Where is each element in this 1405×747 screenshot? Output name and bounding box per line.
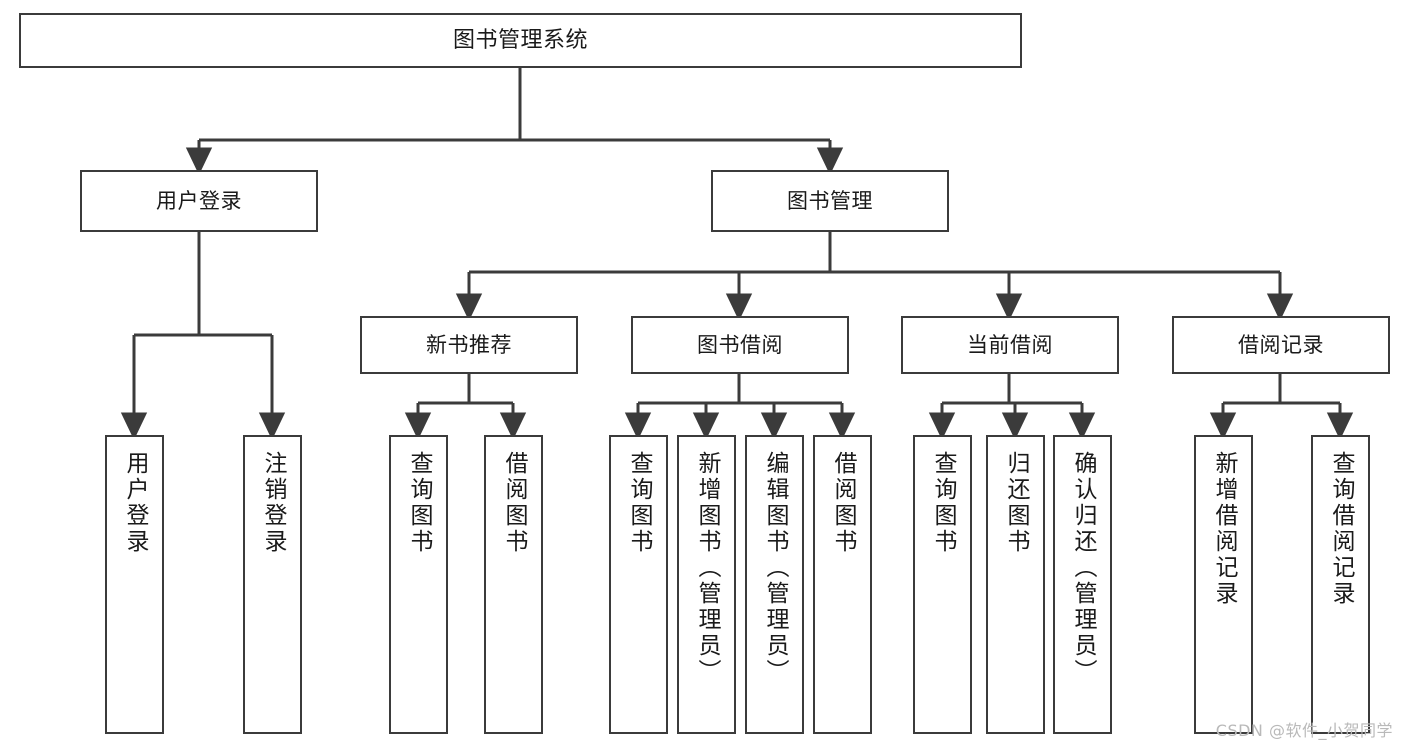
leaf-confirm-return-admin[interactable]: 确认归还（管理员） bbox=[1053, 435, 1112, 734]
node-label: 图书管理 bbox=[787, 188, 873, 213]
node-current-borrow[interactable]: 当前借阅 bbox=[901, 316, 1119, 374]
node-user-login[interactable]: 用户登录 bbox=[80, 170, 318, 232]
leaf-borrow-book-recommend[interactable]: 借阅图书 bbox=[484, 435, 543, 734]
leaf-add-borrow-record[interactable]: 新增借阅记录 bbox=[1194, 435, 1253, 734]
node-label: 新增图书（管理员） bbox=[694, 451, 720, 685]
leaf-query-book-borrow[interactable]: 查询图书 bbox=[609, 435, 668, 734]
node-label: 借阅图书 bbox=[501, 451, 527, 555]
node-label: 编辑图书（管理员） bbox=[762, 451, 788, 685]
leaf-query-borrow-record[interactable]: 查询借阅记录 bbox=[1311, 435, 1370, 734]
node-root-system[interactable]: 图书管理系统 bbox=[19, 13, 1022, 68]
node-label: 查询图书 bbox=[626, 451, 652, 555]
node-label: 借阅图书 bbox=[830, 451, 856, 555]
node-borrow-record[interactable]: 借阅记录 bbox=[1172, 316, 1390, 374]
node-book-borrow[interactable]: 图书借阅 bbox=[631, 316, 849, 374]
leaf-user-login[interactable]: 用户登录 bbox=[105, 435, 164, 734]
node-label: 用户登录 bbox=[122, 451, 148, 555]
node-label: 查询图书 bbox=[406, 451, 432, 555]
node-label: 查询借阅记录 bbox=[1328, 451, 1354, 607]
node-new-book-recommend[interactable]: 新书推荐 bbox=[360, 316, 578, 374]
node-label: 图书借阅 bbox=[697, 332, 783, 357]
csdn-watermark: CSDN @软件_小贺同学 bbox=[1215, 721, 1393, 740]
leaf-logout[interactable]: 注销登录 bbox=[243, 435, 302, 734]
node-label: 当前借阅 bbox=[967, 332, 1053, 357]
node-label: 注销登录 bbox=[260, 451, 286, 555]
node-label: 查询图书 bbox=[930, 451, 956, 555]
node-book-management[interactable]: 图书管理 bbox=[711, 170, 949, 232]
node-label: 确认归还（管理员） bbox=[1070, 451, 1096, 685]
node-label: 新增借阅记录 bbox=[1211, 451, 1237, 607]
leaf-add-book-admin[interactable]: 新增图书（管理员） bbox=[677, 435, 736, 734]
node-label: 用户登录 bbox=[156, 188, 242, 213]
leaf-borrow-book[interactable]: 借阅图书 bbox=[813, 435, 872, 734]
leaf-query-book-recommend[interactable]: 查询图书 bbox=[389, 435, 448, 734]
node-label: 借阅记录 bbox=[1238, 332, 1324, 357]
node-label: 新书推荐 bbox=[426, 332, 512, 357]
leaf-return-book[interactable]: 归还图书 bbox=[986, 435, 1045, 734]
node-label: 图书管理系统 bbox=[452, 27, 588, 53]
leaf-query-book-current[interactable]: 查询图书 bbox=[913, 435, 972, 734]
leaf-edit-book-admin[interactable]: 编辑图书（管理员） bbox=[745, 435, 804, 734]
node-label: 归还图书 bbox=[1003, 451, 1029, 555]
